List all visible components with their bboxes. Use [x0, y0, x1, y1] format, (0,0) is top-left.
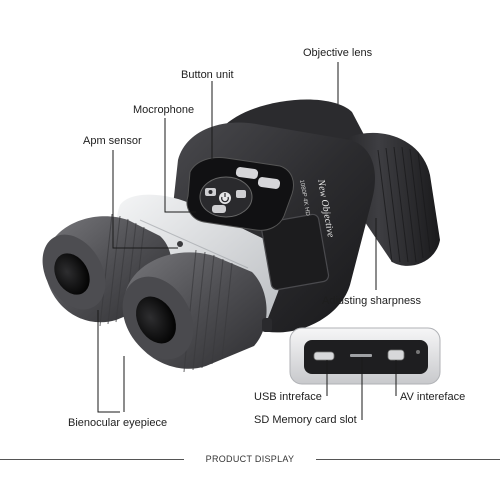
label-sd-slot: SD Memory card slot: [254, 414, 357, 426]
label-button-unit: Button unit: [181, 69, 234, 81]
lanyard-lug: [262, 318, 272, 332]
footer-title: PRODUCT DISPLAY: [205, 454, 295, 464]
label-microphone: Mocrophone: [133, 104, 195, 116]
label-usb-interface: USB intreface: [254, 391, 322, 403]
camera-icon[interactable]: [205, 188, 216, 196]
side-port-cover[interactable]: [260, 213, 330, 291]
eyepiece-left-lens: [54, 253, 90, 295]
label-av-interface: AV intereface: [400, 391, 466, 403]
sd-card-slot[interactable]: [350, 354, 372, 357]
footer-divider-left: [0, 459, 184, 460]
ports-inset: [289, 327, 441, 385]
label-adjusting-sharpness: Adjusting sharpness: [322, 295, 422, 307]
av-port[interactable]: [387, 349, 405, 361]
up-arrow-icon[interactable]: [235, 167, 259, 180]
down-arrow-icon[interactable]: [212, 205, 226, 213]
apm-sensor: [177, 241, 183, 247]
usb-port[interactable]: [313, 351, 335, 361]
power-icon[interactable]: [219, 192, 231, 204]
menu-icon[interactable]: [236, 190, 246, 198]
eyepiece-left[interactable]: [30, 213, 172, 327]
eyepiece-right[interactable]: [108, 249, 267, 373]
button-unit: [186, 157, 294, 231]
focus-ring-knurl: [377, 146, 431, 263]
label-objective-lens: Objective lens: [303, 47, 373, 59]
top-button-right[interactable]: [257, 177, 281, 190]
eyepiece-right-lens: [136, 296, 176, 344]
leader-lines: [97, 62, 397, 420]
label-apm-sensor: Apm sensor: [83, 135, 142, 147]
label-binocular-eyepiece: Bienocular eyepiece: [68, 417, 168, 429]
footer-divider-right: [316, 459, 500, 460]
